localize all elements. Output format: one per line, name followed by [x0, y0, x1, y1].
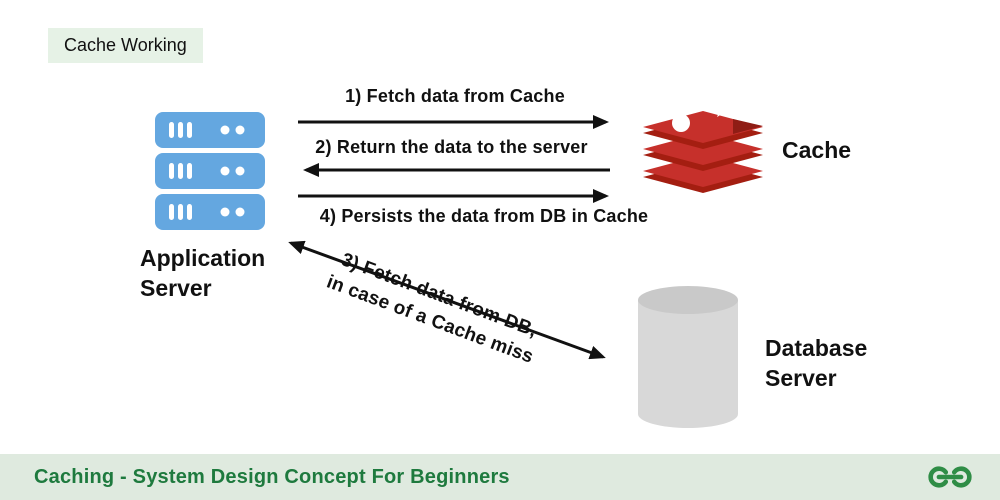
- arrow-3-fetch-from-db: [288, 240, 606, 360]
- application-server-label: Application Server: [140, 245, 266, 301]
- arrow-2-label: 2) Return the data to the server: [315, 137, 588, 157]
- server-stack-icon: [155, 112, 265, 230]
- footer-caption: Caching - System Design Concept For Begi…: [34, 465, 510, 488]
- redis-cache-icon: [643, 99, 763, 193]
- diagram-title: Cache Working: [48, 28, 203, 63]
- arrow-1-label: 1) Fetch data from Cache: [345, 86, 565, 106]
- database-server-label: Database Server: [765, 335, 868, 391]
- geeksforgeeks-logo-icon: [926, 464, 974, 490]
- arrow-4-label: 4) Persists the data from DB in Cache: [319, 206, 649, 226]
- database-cylinder-icon: [638, 286, 738, 428]
- cache-label: Cache: [782, 137, 852, 163]
- footer-bar: Caching - System Design Concept For Begi…: [0, 454, 1000, 500]
